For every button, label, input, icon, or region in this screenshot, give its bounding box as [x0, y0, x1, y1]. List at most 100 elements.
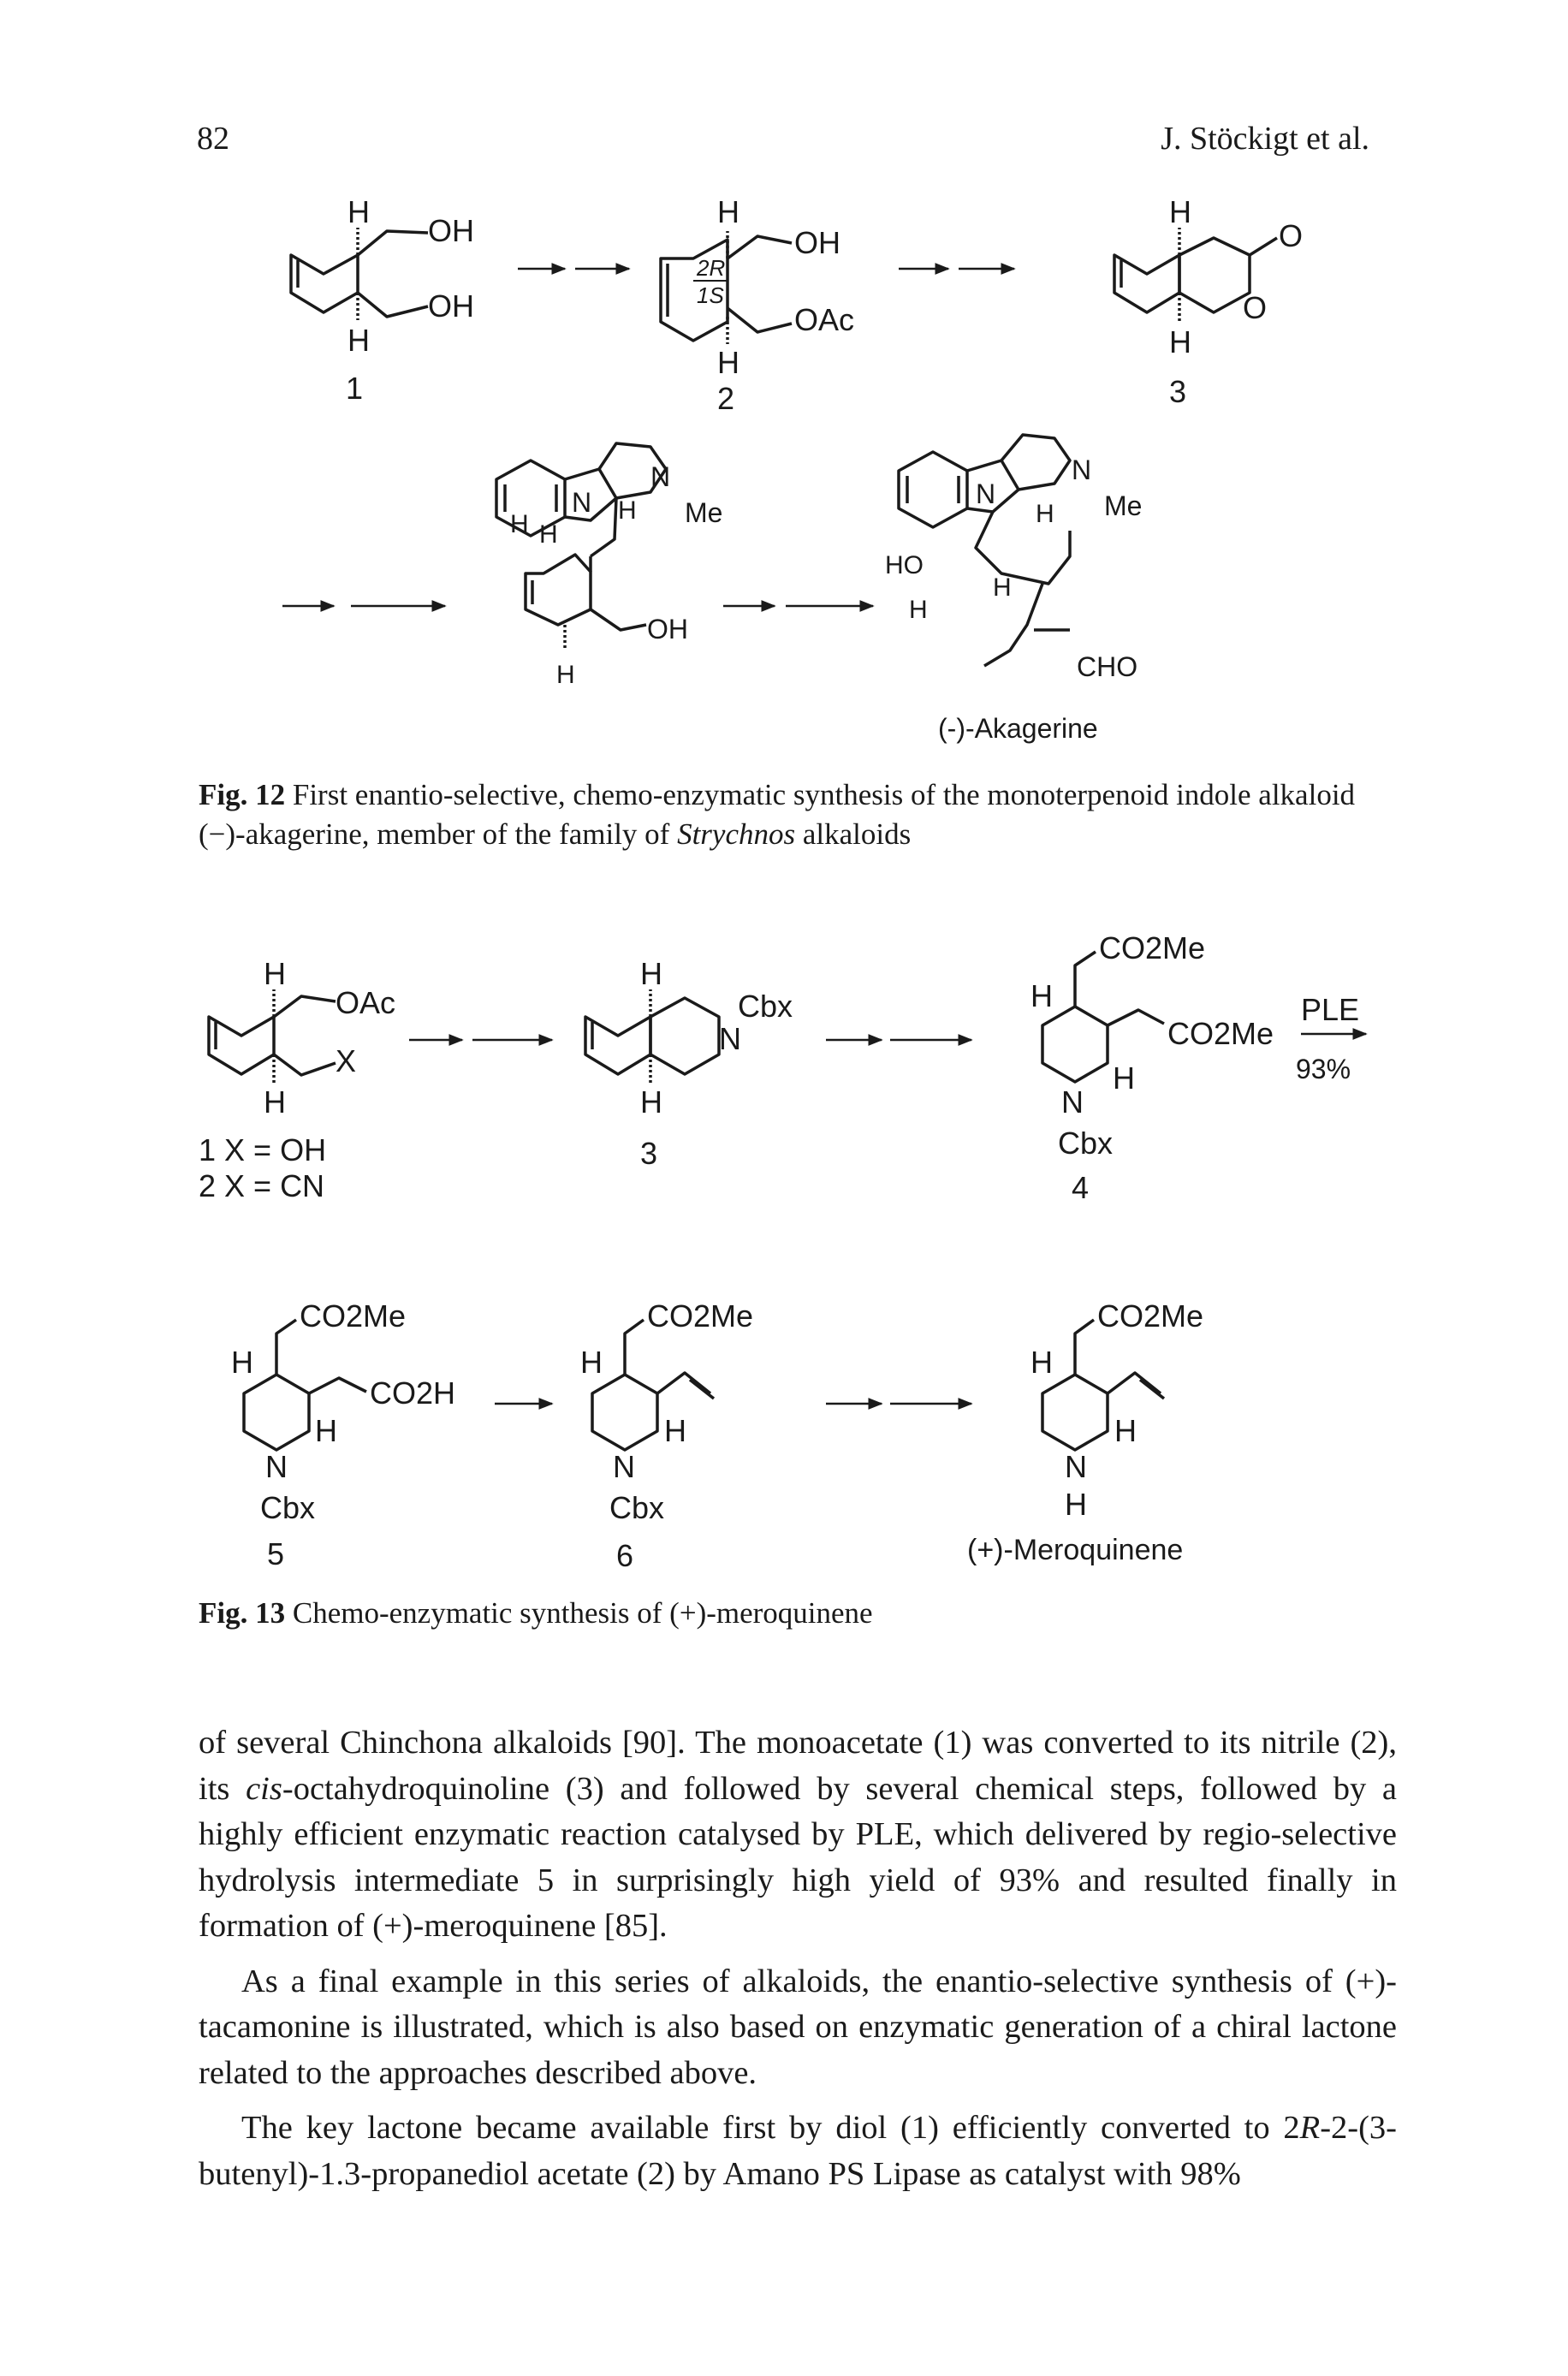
c1-group: H	[347, 323, 370, 358]
f13-yield: 93%	[1296, 1054, 1351, 1084]
f13-c3-group: Cbx	[738, 989, 793, 1024]
f13-c4-group: H	[1030, 978, 1053, 1013]
compound-1-structure	[289, 228, 429, 320]
c3-group: O	[1279, 218, 1303, 253]
f13-c1-structure	[207, 989, 336, 1084]
c2-group: OAc	[794, 302, 854, 337]
f13-reagent: PLE	[1301, 992, 1359, 1027]
f13-c4-group: CO2Me	[1099, 930, 1205, 965]
akagerine-group: N	[976, 478, 995, 509]
akagerine-group: Me	[1104, 490, 1142, 521]
f13-c7-group: H	[1114, 1413, 1137, 1448]
f13-c4-group: H	[1113, 1060, 1135, 1096]
f13-c4-structure	[1041, 950, 1165, 1084]
c2-group: OH	[794, 225, 840, 260]
f13-c4-group: N	[1061, 1084, 1084, 1120]
c2-group: H	[717, 345, 739, 380]
figure-12-caption-end: alkaloids	[795, 817, 912, 851]
f13-c5-structure	[242, 1318, 367, 1452]
figure-13-label: Fig. 13	[199, 1596, 286, 1630]
f13-c6-group: N	[613, 1449, 635, 1484]
f13-c6-group: H	[580, 1345, 603, 1380]
f13-c1-group: H	[264, 1084, 286, 1120]
compound-1-number: 1	[346, 371, 363, 406]
intermediate-group: N	[572, 487, 591, 518]
intermediate-indole-structure	[495, 442, 668, 650]
figure-12-label: Fig. 12	[199, 778, 286, 811]
f13-c1-label: 2 X = CN	[199, 1168, 324, 1203]
figure-12-caption-text: First enantio-selective, chemo-enzymatic…	[199, 778, 1356, 851]
f13-c6-number: 6	[616, 1538, 633, 1573]
p1-text: of several Chinchona alkaloids [90]. The…	[199, 1725, 1397, 1807]
c3-group: H	[1169, 197, 1191, 229]
meroquinene-name: (+)-Meroquinene	[967, 1534, 1183, 1566]
akagerine-group: H	[1036, 500, 1054, 528]
f13-c6-group: Cbx	[609, 1490, 664, 1525]
page-number: 82	[197, 121, 229, 157]
paragraph-3: The key lactone became available first b…	[199, 2106, 1397, 2197]
f13-c5-group: H	[231, 1345, 253, 1380]
f13-c3-group: H	[640, 956, 662, 991]
paragraph-2: As a final example in this series of alk…	[199, 1963, 1397, 2091]
f13-c4-number: 4	[1072, 1170, 1089, 1205]
figure-13-caption: Fig. 13 Chemo-enzymatic synthesis of (+)…	[199, 1594, 1397, 1633]
intermediate-group: OH	[647, 614, 688, 644]
p3-R: R	[1299, 2110, 1321, 2146]
akagerine-group: CHO	[1077, 651, 1137, 682]
intermediate-group: H	[556, 661, 575, 689]
p1-cis: cis	[246, 1770, 282, 1807]
f13-c5-number: 5	[267, 1536, 284, 1571]
f13-c7-group: N	[1065, 1449, 1087, 1484]
compound-3-number: 3	[1169, 374, 1186, 409]
f13-c5-group: CO2Me	[300, 1298, 406, 1334]
c3-group: H	[1169, 324, 1191, 359]
f13-c3-group: N	[719, 1021, 741, 1056]
f13-c5-group: CO2H	[370, 1375, 455, 1411]
f13-c1-group: H	[264, 956, 286, 991]
f13-c3-structure	[584, 989, 721, 1084]
akagerine-structure	[897, 433, 1072, 668]
figure-12-caption-italic: Strychnos	[677, 817, 796, 851]
f13-c5-group: H	[315, 1413, 337, 1448]
intermediate-group: Me	[685, 497, 722, 528]
compound-2-number: 2	[717, 381, 734, 416]
f13-c1-label: 1 X = OH	[199, 1132, 326, 1167]
running-head: J. Stöckigt et al.	[1161, 121, 1369, 157]
figure-12-caption: Fig. 12 First enantio-selective, chemo-e…	[199, 775, 1397, 854]
f13-c6-group: CO2Me	[647, 1298, 753, 1334]
intermediate-group: H	[510, 510, 529, 538]
p3-text-end: -2-(3-butenyl)-1.3-propanediol acetate (…	[199, 2110, 1397, 2192]
paragraph-1: of several Chinchona alkaloids [90]. The…	[199, 1720, 1397, 1950]
p1-text-end: -octahydroquinoline (3) and followed by …	[199, 1770, 1397, 1945]
f13-c3-group: H	[640, 1084, 662, 1120]
f13-c6-structure	[591, 1318, 716, 1452]
intermediate-group: H	[618, 496, 637, 525]
c2-stereo-label: 2R	[696, 255, 725, 281]
figure-12-scheme: H OH OH H 1 H 2R 1S OH OAc H 2 H O O H 3…	[282, 197, 1303, 744]
figure-13-scheme: H OAc X H 1 X = OH 2 X = CN H N Cbx H 3 …	[199, 930, 1368, 1573]
f13-c7-group: H	[1030, 1345, 1053, 1380]
c1-group: OH	[428, 288, 474, 324]
intermediate-group: H	[539, 520, 558, 549]
f13-meroquinene-structure	[1041, 1318, 1166, 1452]
c2-stereo-label: 1S	[697, 282, 724, 308]
intermediate-group: N	[650, 461, 670, 492]
f13-c4-group: Cbx	[1058, 1126, 1113, 1161]
c3-group: O	[1243, 290, 1267, 325]
akagerine-group: H	[909, 596, 928, 624]
akagerine-group: HO	[885, 551, 924, 579]
compound-2-structure	[659, 231, 793, 344]
f13-c3-number: 3	[640, 1136, 657, 1171]
compound-3-structure	[1113, 228, 1278, 322]
akagerine-group: H	[993, 573, 1012, 602]
c1-group: OH	[428, 213, 474, 248]
f13-c7-group: H	[1065, 1487, 1087, 1522]
f13-c1-group: X	[336, 1043, 356, 1078]
p3-text: The key lactone became available first b…	[241, 2110, 1300, 2146]
f13-c6-group: H	[664, 1413, 686, 1448]
f13-c7-group: CO2Me	[1097, 1298, 1203, 1334]
c2-group: H	[717, 197, 739, 229]
figure-13-caption-text: Chemo-enzymatic synthesis of (+)-meroqui…	[285, 1596, 873, 1630]
f13-c5-group: Cbx	[260, 1490, 315, 1525]
f13-c5-group: N	[265, 1449, 288, 1484]
